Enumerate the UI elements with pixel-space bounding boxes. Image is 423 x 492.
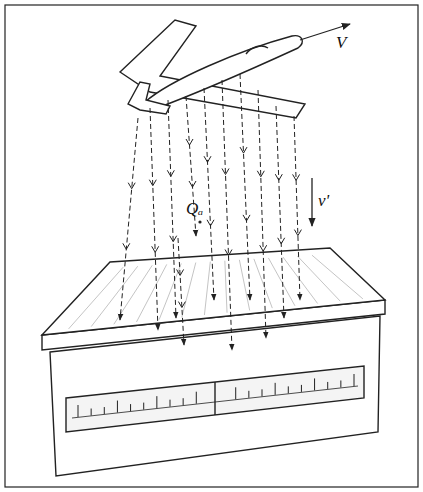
flow-chevron	[222, 169, 229, 175]
flow-chevron	[149, 180, 156, 186]
platform-texture	[204, 262, 210, 315]
downwash-streamline	[240, 74, 250, 300]
downwash-line	[294, 116, 300, 300]
downwash-streamline	[257, 90, 266, 338]
flow-chevron	[186, 139, 193, 145]
downwash-streamline	[275, 106, 284, 318]
dial-tick	[235, 387, 236, 399]
platform-texture	[114, 265, 152, 324]
flow-chevron	[189, 181, 196, 187]
dial-tick	[130, 404, 131, 411]
dial-tick	[354, 374, 355, 386]
dial-tick	[196, 392, 197, 404]
platform-hatching	[69, 255, 363, 329]
downwash-line	[150, 108, 158, 330]
airplane-wing	[120, 20, 305, 118]
flow-chevron	[294, 230, 301, 236]
dial-divider	[214, 382, 215, 415]
dial-tick	[170, 400, 171, 407]
dial-tick	[183, 398, 184, 405]
cockpit	[246, 46, 268, 54]
platform-texture	[297, 256, 340, 301]
downwash-streamline	[167, 100, 176, 318]
downwash-streamline	[177, 238, 186, 345]
flow-chevron	[207, 220, 214, 226]
dial-tick	[78, 405, 79, 417]
dial-tick	[314, 378, 315, 390]
downwash-line	[276, 106, 284, 318]
dial-tick	[104, 407, 105, 414]
flow-chevron	[152, 246, 159, 252]
flow-chevron	[167, 170, 174, 176]
downwash-line	[222, 80, 232, 350]
platform-texture	[254, 259, 272, 308]
platform-texture	[136, 264, 166, 322]
dial-ticks	[78, 374, 354, 417]
downwash-line	[120, 118, 138, 320]
flow-chevron	[243, 215, 250, 221]
downwash-flow	[120, 74, 301, 350]
airplane	[120, 20, 350, 118]
reference-point	[198, 220, 201, 223]
downwash-streamline	[120, 118, 138, 320]
dial-tick	[301, 385, 302, 392]
platform-texture	[225, 261, 227, 313]
platform-texture	[91, 266, 138, 326]
flow-chevron	[275, 174, 282, 180]
downwash-line	[240, 74, 250, 300]
downwash-line	[178, 238, 184, 345]
airplane-fuselage	[145, 36, 302, 110]
flow-chevron	[128, 183, 135, 189]
symbol-label: Qₐ	[186, 200, 203, 217]
frame-border	[5, 5, 418, 487]
flow-chevron	[240, 147, 247, 153]
downwash-line	[258, 90, 266, 338]
dial-tick	[340, 380, 341, 387]
flow-chevron	[257, 171, 264, 177]
downwash-velocity-arrow	[311, 178, 312, 226]
platform-texture	[312, 255, 363, 299]
flow-chevron	[177, 269, 184, 275]
dial-tick	[91, 409, 92, 416]
flow-chevron	[204, 156, 211, 162]
flow-chevron	[225, 250, 232, 256]
dial-tick	[275, 383, 276, 395]
platform-texture	[268, 258, 295, 306]
flow-chevron	[123, 243, 130, 249]
flow-chevron	[170, 236, 177, 242]
downwash-line	[204, 88, 214, 300]
downwash-streamline	[222, 80, 232, 350]
dial-tick	[288, 386, 289, 393]
flow-chevron	[260, 245, 267, 251]
dial-window	[66, 366, 364, 432]
platform-texture	[182, 263, 196, 318]
dial-tick	[262, 389, 263, 396]
downwash-streamline	[293, 116, 302, 300]
downwash-streamline	[204, 88, 214, 300]
airplane-tail	[128, 82, 170, 114]
dial-tick	[117, 401, 118, 413]
dial-tick	[327, 382, 328, 389]
dial-tick	[248, 391, 249, 398]
flow-chevron	[278, 238, 285, 244]
dial-tick	[143, 403, 144, 410]
symbol-label: v'	[318, 192, 329, 209]
flow-chevron	[178, 302, 185, 308]
platform-texture	[69, 267, 124, 329]
dial-tick	[156, 396, 157, 408]
flow-chevron	[293, 174, 300, 180]
symbol-label: V	[336, 34, 346, 51]
dial-baseline	[72, 386, 358, 418]
downwash-line	[168, 100, 176, 318]
downwash-streamline	[149, 108, 158, 330]
